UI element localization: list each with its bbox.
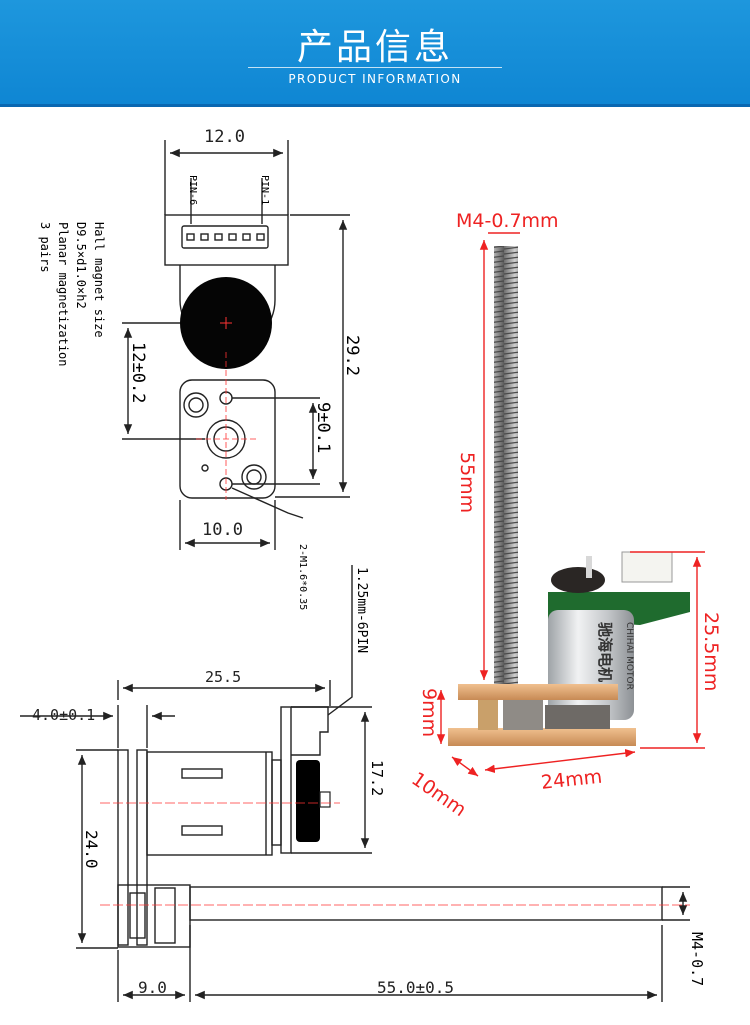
photo-thread-label: M4-0.7mm — [456, 210, 559, 232]
photo-height-label: 25.5mm — [700, 612, 722, 692]
motor-photo — [448, 246, 690, 746]
screw-label: 2-M1.6*0.35 — [297, 544, 308, 611]
photo-dimension-lines — [436, 232, 705, 777]
magnet-note-line3: Planar magnetization — [56, 222, 70, 367]
pin6-label: PIN-6 — [187, 175, 198, 206]
top-view-drawing — [122, 140, 350, 550]
magnet-center-mark — [220, 317, 232, 329]
header-banner: 产品信息 PRODUCT INFORMATION — [0, 0, 750, 107]
base-width-label: 10.0 — [202, 520, 243, 540]
shaft-length-label: 55.0±0.5 — [377, 978, 455, 997]
magnet-note-line4: 3 pairs — [38, 222, 52, 273]
hole-spacing-label: 9±0.1 — [313, 402, 333, 454]
side-view-drawing — [20, 565, 690, 1002]
motor-brand-cn: 驰海电机 — [596, 622, 614, 683]
connector-label: 1.25mm-6PIN — [354, 567, 369, 654]
magnet-offset-label: 12±0.2 — [128, 342, 148, 404]
page-subtitle: PRODUCT INFORMATION — [288, 72, 462, 86]
gearbox-length-label: 9.0 — [138, 978, 167, 997]
top-width-label: 12.0 — [204, 127, 245, 147]
pin1-label: PIN-1 — [259, 175, 270, 206]
page-title: 产品信息 — [296, 27, 453, 68]
magnet-note-line1: Hall magnet size — [92, 222, 106, 338]
body-length-label: 25.5 — [205, 668, 242, 686]
motor-brand-en: CHIHAI MOTOR — [624, 622, 634, 690]
side-magnet-disc — [296, 760, 320, 842]
photo-gear-height-label: 9mm — [418, 688, 440, 738]
photo-shaft-label: 55mm — [456, 452, 478, 514]
total-height-label: 24.0 — [82, 830, 101, 869]
plate-thickness-label: 4.0±0.1 — [32, 706, 96, 724]
header-divider — [248, 67, 502, 68]
thread-spec-label: M4-0.7 — [688, 932, 706, 987]
board-height-label: 17.2 — [368, 760, 386, 797]
magnet-note-line2: D9.5×d1.0×h2 — [74, 222, 88, 309]
top-height-label: 29.2 — [342, 335, 362, 376]
lead-screw — [494, 246, 518, 691]
connector-pins — [186, 233, 265, 241]
